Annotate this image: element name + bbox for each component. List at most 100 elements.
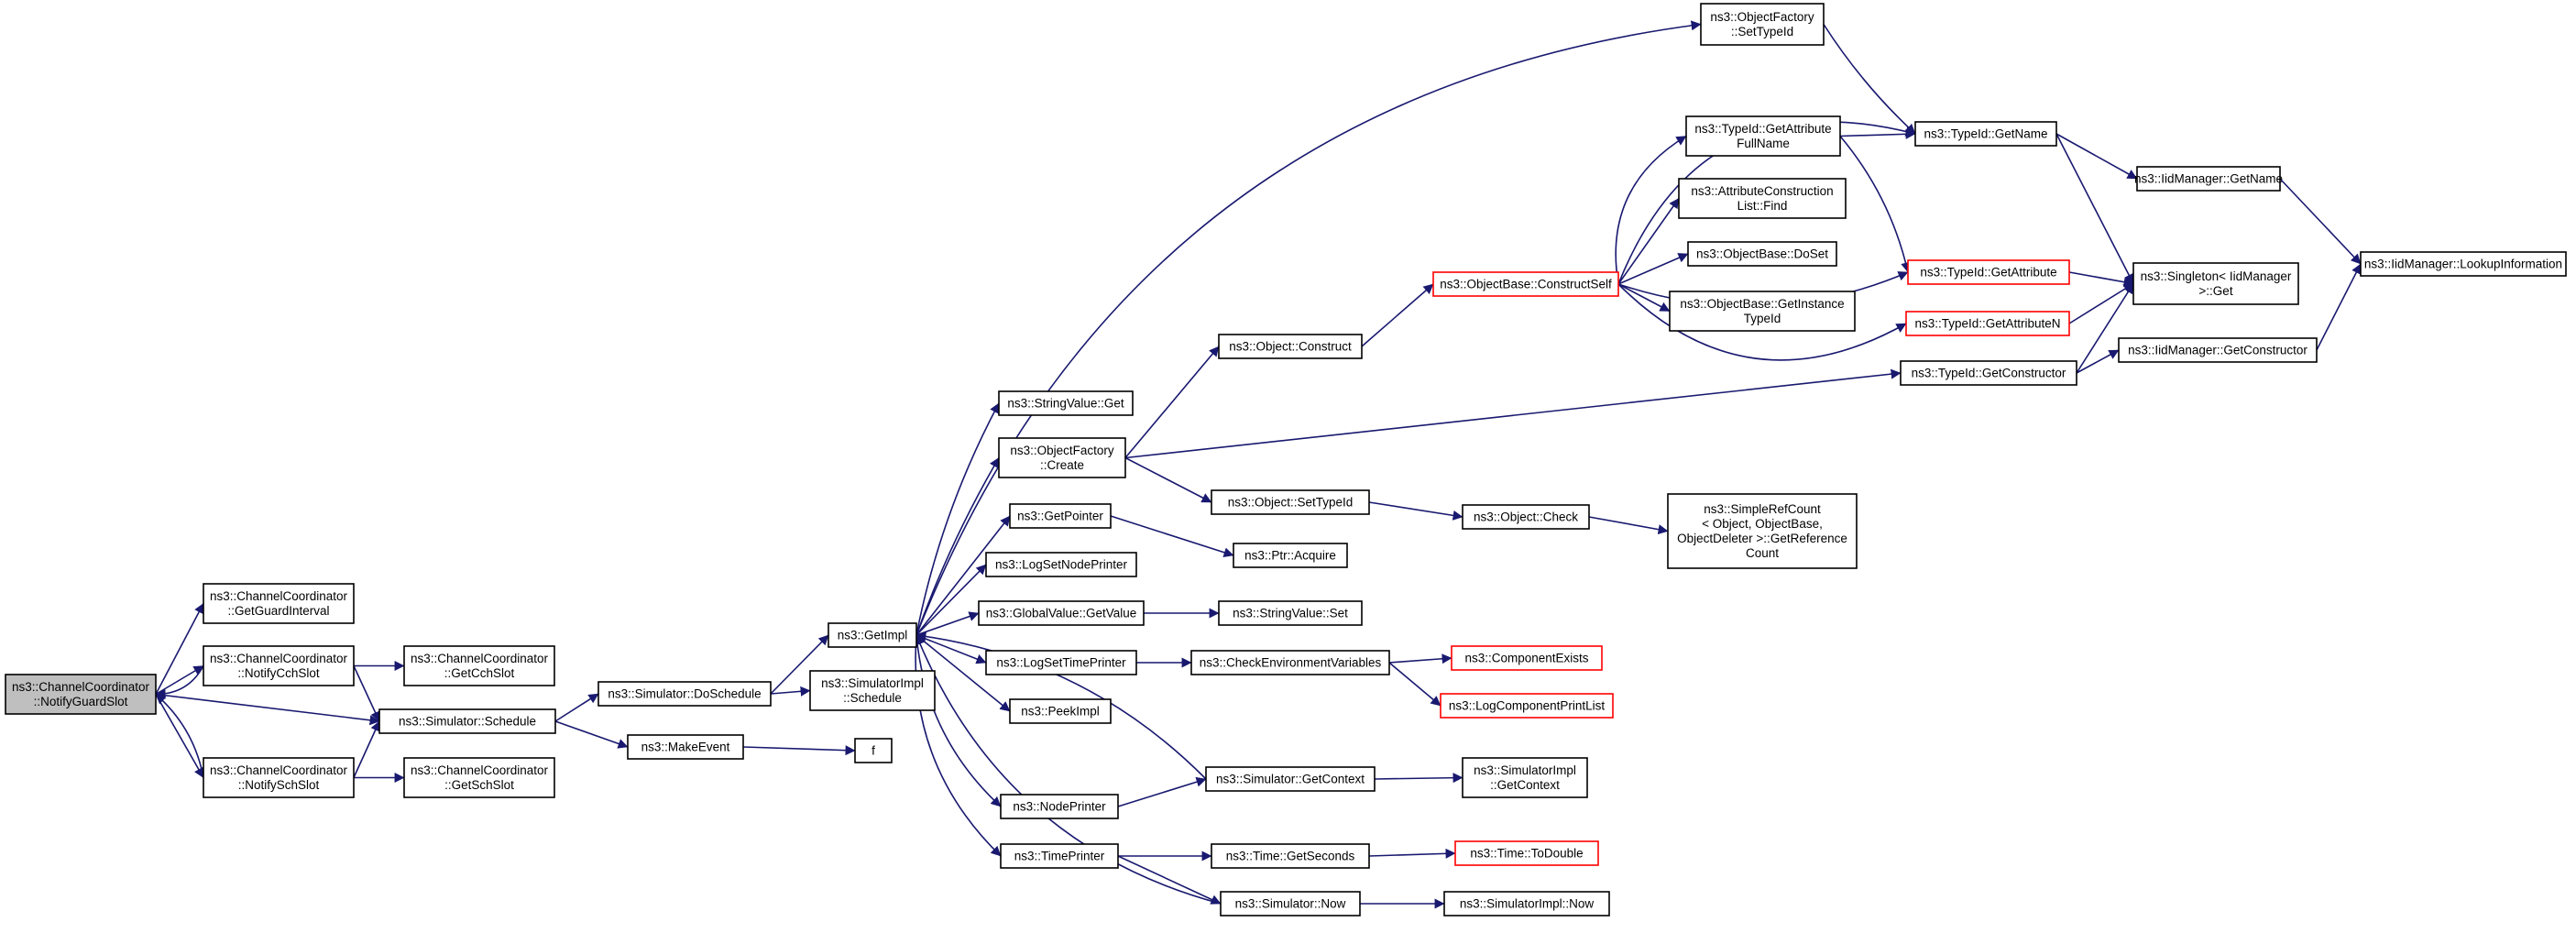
node-box <box>1190 650 1390 675</box>
edge-path <box>2076 283 2134 374</box>
node-ns3-time-getseconds[interactable]: ns3::Time::GetSeconds <box>1211 843 1370 869</box>
node-ns3-time-todouble[interactable]: ns3::Time::ToDouble <box>1454 840 1599 866</box>
node-label: ns3::ObjectBase::ConstructSelf <box>1440 277 1612 291</box>
node-ns3-logsetnodeprinter[interactable]: ns3::LogSetNodePrinter <box>985 552 1137 577</box>
node-label: ::Schedule <box>843 691 902 705</box>
node-ns3-objectfactory-create[interactable]: ns3::ObjectFactory::Create <box>998 437 1126 478</box>
node-ns3-stringvalue-get[interactable]: ns3::StringValue::Get <box>998 390 1134 416</box>
node-ns3-logsettimeprinter[interactable]: ns3::LogSetTimePrinter <box>985 650 1137 675</box>
node-ns3-iidmanager-lookupinformation[interactable]: ns3::IidManager::LookupInformation <box>2360 251 2567 277</box>
node-ns3-objectfactory-settypeid[interactable]: ns3::ObjectFactory::SetTypeId <box>1700 3 1825 46</box>
node-ns3-typeid-getattribute[interactable]: ns3::TypeId::GetAttribute <box>1907 259 2070 285</box>
edge-n26-to-n10 <box>915 631 1207 780</box>
node-box <box>1462 757 1588 798</box>
edge-path <box>742 745 856 756</box>
node-label: ns3::SimulatorImpl <box>821 676 924 690</box>
node-ns3-makeevent[interactable]: ns3::MakeEvent <box>627 734 744 760</box>
node-ns3-simulator-now[interactable]: ns3::Simulator::Now <box>1220 891 1361 917</box>
node-label: ns3::StringValue::Set <box>1233 606 1348 620</box>
node-ns3-checkenvironmentvariables[interactable]: ns3::CheckEnvironmentVariables <box>1190 650 1390 675</box>
node-box <box>1009 698 1112 724</box>
node-ns3-logcomponentprintlist[interactable]: ns3::LogComponentPrintList <box>1440 693 1614 719</box>
node-f[interactable]: f <box>854 738 893 763</box>
node-ns3-simulator-schedule[interactable]: ns3::Simulator::Schedule <box>378 708 556 734</box>
node-ns3-simulatorimpl-now[interactable]: ns3::SimulatorImpl::Now <box>1443 891 1610 917</box>
node-ns3-peekimpl[interactable]: ns3::PeekImpl <box>1009 698 1112 724</box>
node-ns3-simplerefcount-object-objectbase-objectdeleter-getreference-count[interactable]: ns3::SimpleRefCount< Object, ObjectBase,… <box>1667 493 1858 569</box>
node-ns3-nodeprinter[interactable]: ns3::NodePrinter <box>1000 794 1119 819</box>
node-ns3-objectbase-doset[interactable]: ns3::ObjectBase::DoSet <box>1687 241 1837 267</box>
node-ns3-object-check[interactable]: ns3::Object::Check <box>1462 504 1590 530</box>
edge-n10-to-n14 <box>915 515 1011 636</box>
node-box <box>1218 600 1363 626</box>
node-ns3-timeprinter[interactable]: ns3::TimePrinter <box>1000 843 1119 869</box>
node-box <box>2360 251 2567 277</box>
node-ns3-channelcoordinator-getcchslot[interactable]: ns3::ChannelCoordinator::GetCchSlot <box>403 645 555 686</box>
edge-path <box>1117 855 1222 905</box>
node-ns3-objectbase-constructself[interactable]: ns3::ObjectBase::ConstructSelf <box>1432 271 1619 297</box>
node-ns3-stringvalue-set[interactable]: ns3::StringValue::Set <box>1218 600 1363 626</box>
node-ns3-iidmanager-getconstructor[interactable]: ns3::IidManager::GetConstructor <box>2118 337 2318 363</box>
node-label: ns3::ChannelCoordinator <box>411 652 549 665</box>
edge-path <box>1124 346 1220 459</box>
node-ns3-object-settypeid[interactable]: ns3::Object::SetTypeId <box>1211 489 1370 515</box>
node-label: ns3::TimePrinter <box>1014 849 1105 862</box>
edge-n29-to-n39 <box>1617 253 1689 285</box>
edge-n3-to-n0 <box>155 693 204 778</box>
node-box <box>1700 3 1825 46</box>
node-label: ns3::CheckEnvironmentVariables <box>1200 655 1382 669</box>
node-ns3-typeid-getattributen[interactable]: ns3::TypeId::GetAttributeN <box>1905 311 2070 336</box>
node-label: ns3::Singleton< IidManager <box>2141 269 2292 283</box>
node-box <box>985 552 1137 577</box>
node-ns3-globalvalue-getvalue[interactable]: ns3::GlobalValue::GetValue <box>978 600 1145 626</box>
node-ns3-iidmanager-getname[interactable]: ns3::IidManager::GetName <box>2134 166 2283 192</box>
edge-path <box>1617 253 1689 285</box>
edge-n13-to-n45 <box>1124 368 1902 459</box>
node-ns3-simulatorimpl-getcontext[interactable]: ns3::SimulatorImpl::GetContext <box>1462 757 1588 798</box>
node-ns3-getimpl[interactable]: ns3::GetImpl <box>828 622 917 648</box>
edge-n13-to-n22 <box>1124 456 1212 503</box>
node-label: ns3::LogSetTimePrinter <box>996 655 1126 669</box>
node-ns3-channelcoordinator-notifyschslot[interactable]: ns3::ChannelCoordinator::NotifySchSlot <box>203 757 355 798</box>
node-label: ns3::MakeEvent <box>641 740 730 753</box>
node-ns3-simulator-doschedule[interactable]: ns3::Simulator::DoSchedule <box>597 681 772 707</box>
edge-n0-to-n1 <box>155 603 204 695</box>
node-label: ns3::LogComponentPrintList <box>1449 698 1606 712</box>
node-ns3-singleton-iidmanager-get[interactable]: ns3::Singleton< IidManager>::Get <box>2132 262 2299 305</box>
node-ns3-ptr-acquire[interactable]: ns3::Ptr::Acquire <box>1233 543 1348 568</box>
node-box <box>1907 259 2070 285</box>
node-label: FullName <box>1737 137 1790 150</box>
node-label: ns3::TypeId::GetName <box>1924 126 2047 140</box>
node-ns3-typeid-getconstructor[interactable]: ns3::TypeId::GetConstructor <box>1900 360 2077 386</box>
edge-path <box>1117 776 1207 807</box>
node-ns3-channelcoordinator-notifyguardslot[interactable]: ns3::ChannelCoordinator::NotifyGuardSlot <box>5 674 157 715</box>
edge-path <box>1124 456 1212 503</box>
node-ns3-channelcoordinator-notifycchslot[interactable]: ns3::ChannelCoordinator::NotifyCchSlot <box>203 645 355 686</box>
node-label: ns3::ObjectBase::DoSet <box>1696 247 1828 260</box>
edge-n7-to-n10 <box>770 634 829 695</box>
node-label: ns3::TypeId::GetAttribute <box>1920 265 2056 279</box>
node-ns3-channelcoordinator-getschslot[interactable]: ns3::ChannelCoordinator::GetSchSlot <box>403 757 555 798</box>
edge-n30-to-n41 <box>1588 516 1669 535</box>
node-ns3-object-construct[interactable]: ns3::Object::Construct <box>1218 334 1363 359</box>
edge-n20-to-n28 <box>1117 855 1222 905</box>
edge-n19-to-n26 <box>1117 776 1207 807</box>
edge-path <box>915 402 1000 636</box>
node-label: TypeId <box>1744 312 1781 325</box>
node-label: Count <box>1746 546 1779 560</box>
edge-n14-to-n23 <box>1110 515 1234 558</box>
node-label: ns3::ObjectFactory <box>1010 444 1114 457</box>
node-ns3-simulatorimpl-schedule[interactable]: ns3::SimulatorImpl::Schedule <box>809 670 936 711</box>
node-ns3-channelcoordinator-getguardinterval[interactable]: ns3::ChannelCoordinator::GetGuardInterva… <box>203 583 355 624</box>
node-ns3-getpointer[interactable]: ns3::GetPointer <box>1009 503 1112 529</box>
node-ns3-componentexists[interactable]: ns3::ComponentExists <box>1451 645 1603 671</box>
node-box <box>2118 337 2318 363</box>
node-label: ns3::GlobalValue::GetValue <box>986 606 1137 620</box>
node-ns3-typeid-getname[interactable]: ns3::TypeId::GetName <box>1914 121 2057 147</box>
node-label: ns3::ChannelCoordinator <box>411 763 549 777</box>
node-label: ns3::ChannelCoordinator <box>210 652 348 665</box>
node-ns3-simulator-getcontext[interactable]: ns3::Simulator::GetContext <box>1205 766 1376 792</box>
